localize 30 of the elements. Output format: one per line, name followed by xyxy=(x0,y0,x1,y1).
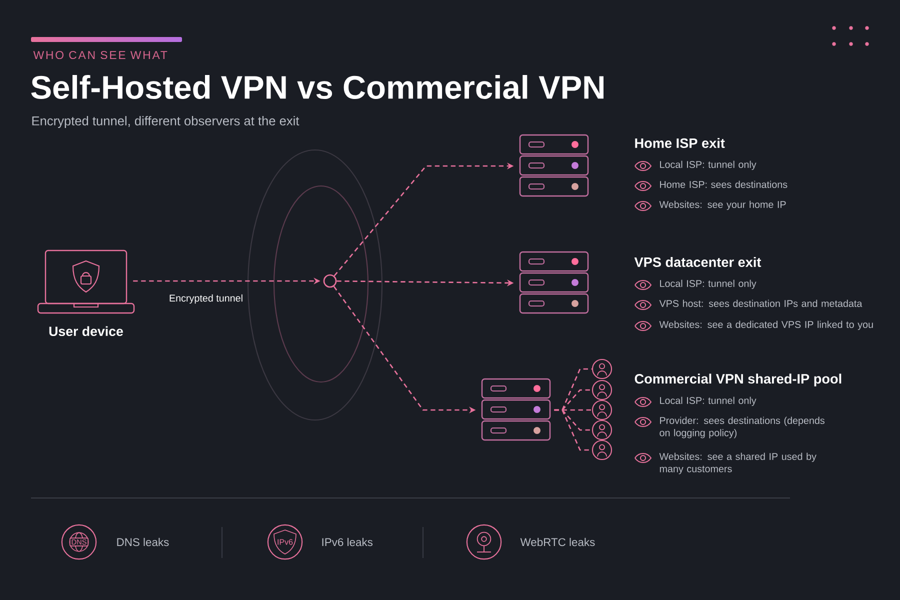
server-stack xyxy=(519,134,589,197)
person-icon xyxy=(592,400,612,420)
subtitle: Encrypted tunnel, different observers at the exit xyxy=(32,116,300,128)
server-stack xyxy=(481,378,551,441)
section-heading: Home ISP exit xyxy=(635,138,725,148)
hub-circle xyxy=(323,274,337,288)
kicker-text: WHO CAN SEE WHAT xyxy=(33,50,168,60)
section-heading: Commercial VPN shared-IP pool xyxy=(634,374,842,386)
bullet-text: Websites: see a dedicated VPS IP linked to you xyxy=(659,320,873,330)
edge-label: Encrypted tunnel xyxy=(168,293,244,305)
bullet-text: Local ISP: tunnel only xyxy=(660,160,756,170)
bullet-text: Home ISP: sees destinations xyxy=(660,180,788,188)
bullet-text: Local ISP: tunnel only xyxy=(660,280,756,289)
person-icon xyxy=(592,440,612,460)
connector-line xyxy=(554,409,592,451)
node-label: User device xyxy=(49,326,123,336)
bullet-text: Websites: see your home IP xyxy=(659,200,786,210)
server-stack xyxy=(519,251,589,314)
person-icon xyxy=(592,358,612,380)
footer-label: WebRTC leaks xyxy=(520,538,595,546)
footer-label: IPv6 leaks xyxy=(322,538,373,546)
title: Self-Hosted VPN vs Commercial VPN xyxy=(31,75,604,99)
person-icon xyxy=(592,380,612,400)
bullet-text: Websites: see a shared IP used by many customers xyxy=(659,452,816,474)
person-icon xyxy=(592,420,612,440)
bullet-text: VPS host: sees destination IPs and metadata xyxy=(659,300,862,308)
bullet-text: Local ISP: tunnel only xyxy=(660,396,756,406)
footer-label: DNS leaks xyxy=(117,538,169,546)
section-heading: VPS datacenter exit xyxy=(634,257,762,267)
bullet-text: Provider: sees destinations (depends on logging policy) xyxy=(660,416,825,438)
